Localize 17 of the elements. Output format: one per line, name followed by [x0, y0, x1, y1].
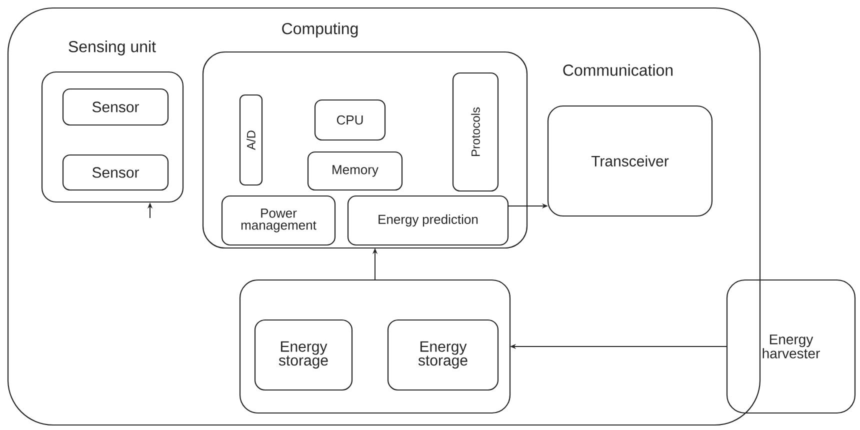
process-box: Protocols — [452, 72, 499, 192]
process-box: Memory — [307, 151, 403, 191]
process-box: Energy storage — [254, 319, 353, 391]
group-box — [239, 279, 511, 414]
process-box: Energy storage — [387, 319, 499, 391]
group-heading: Sensing unit — [68, 40, 156, 56]
process-box: Sensor — [62, 88, 169, 126]
process-box: Energy harvester — [726, 279, 856, 414]
group-box — [7, 7, 761, 426]
process-box: CPU — [314, 99, 386, 141]
group-heading: Computing — [282, 22, 358, 38]
process-box: Power management — [221, 195, 336, 246]
process-box: Sensor — [62, 154, 169, 191]
group-heading: Communication — [563, 64, 673, 76]
process-box: A/D — [239, 94, 263, 186]
group-box: Transceiver — [547, 105, 713, 217]
process-box: Energy prediction — [347, 195, 509, 246]
